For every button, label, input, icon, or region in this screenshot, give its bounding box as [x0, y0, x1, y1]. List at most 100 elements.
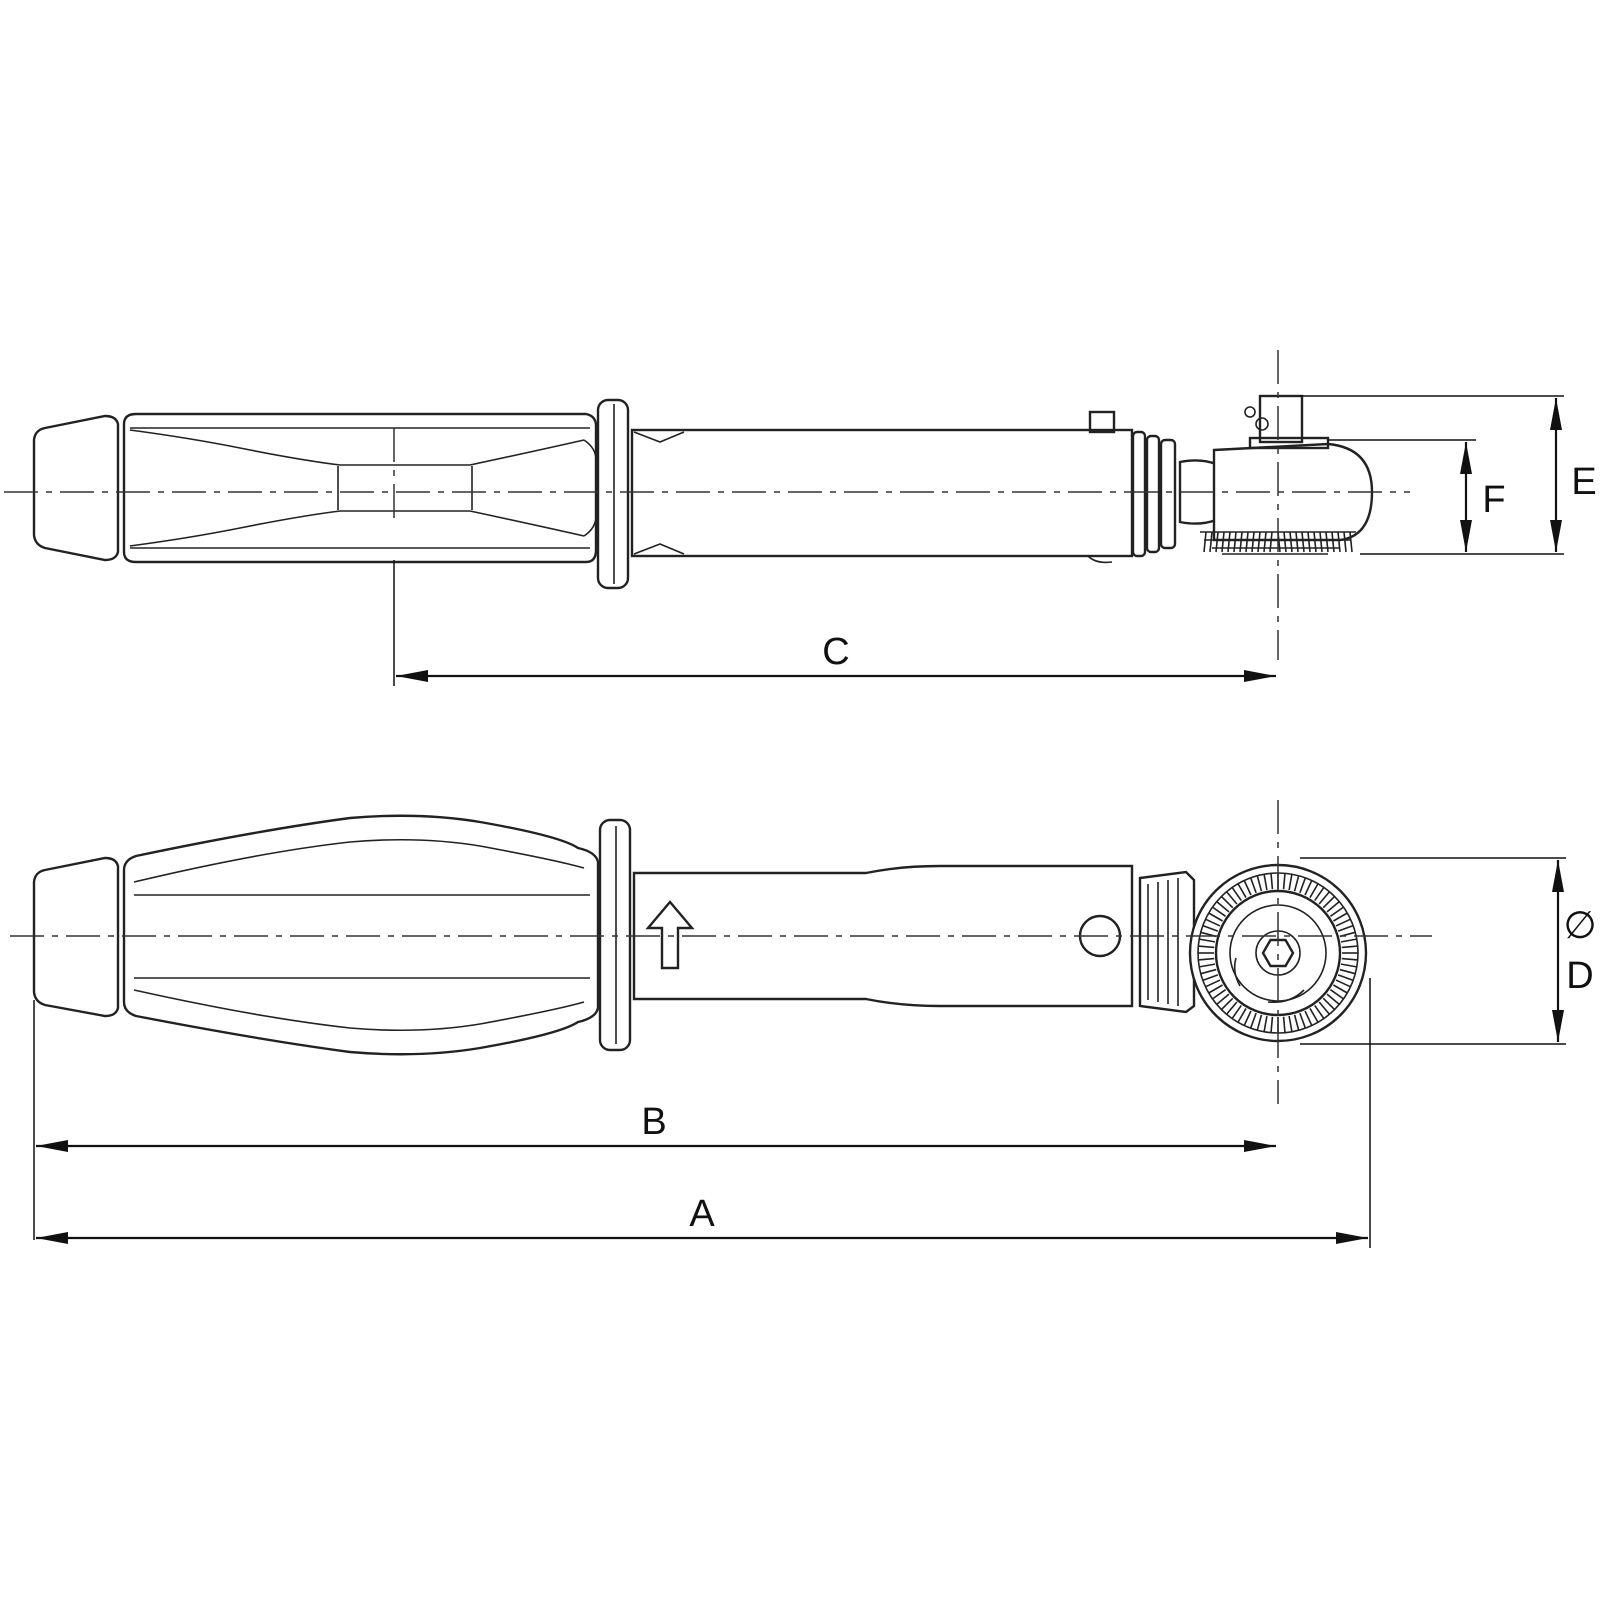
ratchet-tooth [1326, 900, 1340, 913]
top-ratchet-tooth [1269, 531, 1273, 553]
top-release-button [1088, 410, 1116, 434]
top-ratchet-tooth [1215, 531, 1219, 553]
dimension-d-label: D [1566, 955, 1593, 997]
bottom-collar [1138, 870, 1196, 1014]
top-square-drive-base [1248, 436, 1330, 450]
top-ratchet-tooth [1295, 531, 1299, 553]
top-collar-ring-2 [1145, 434, 1161, 554]
ratchet-tooth [1335, 918, 1351, 927]
hex-socket-icon [1261, 938, 1295, 968]
ratchet-tooth [1293, 875, 1300, 892]
dimension-b: B [33, 1000, 1276, 1240]
top-ratchet-tooth [1307, 531, 1311, 553]
ratchet-tooth [1282, 1016, 1286, 1033]
bottom-view [32, 814, 1368, 1056]
top-ratchet-tooth [1209, 531, 1213, 553]
ratchet-tooth [1288, 874, 1293, 891]
top-ratchet-tooth [1257, 531, 1261, 553]
ratchet-tooth [1256, 875, 1263, 892]
ratchet-tooth [1318, 891, 1331, 905]
ratchet-tooth [1341, 945, 1358, 949]
top-ratchet-tooth [1313, 531, 1317, 553]
dimension-e-label: E [1571, 461, 1596, 503]
ratchet-tooth [1212, 989, 1227, 1000]
top-ratchet-tooth [1319, 531, 1323, 553]
dimension-e: E [1300, 395, 1597, 555]
top-ratchet-tooth [1251, 531, 1255, 553]
ratchet-tooth [1337, 924, 1354, 932]
top-grip-contour-upper [129, 429, 585, 466]
ratchet-tooth [1304, 1010, 1313, 1026]
ratchet-tooth [1205, 918, 1221, 927]
ratchet-tooth [1339, 968, 1356, 975]
top-grip-contour-lower [129, 510, 585, 547]
bottom-flange [598, 818, 632, 1052]
ratchet-tooth [1340, 963, 1357, 968]
bottom-grip-body [122, 814, 600, 1056]
top-ratchet-tooth [1301, 531, 1305, 553]
top-ratchet-tooth [1349, 531, 1353, 553]
top-grip-body [122, 412, 598, 564]
ratchet-direction-arrow-left-icon [1233, 957, 1241, 987]
ratchet-tooth [1243, 880, 1252, 896]
ratchet-tooth [1216, 900, 1230, 913]
ratchet-tooth [1270, 873, 1274, 890]
top-ratchet-tooth [1227, 531, 1231, 553]
ratchet-teeth [1198, 873, 1358, 1033]
top-ratchet-tooth [1343, 531, 1347, 553]
top-tube [630, 428, 1134, 558]
bottom-collar-rings [1147, 878, 1179, 1006]
ratchet-tooth [1293, 1014, 1300, 1031]
top-ratchet-tooth [1233, 531, 1237, 553]
bottom-grip-inner-upper [133, 838, 585, 883]
ratchet-tooth [1231, 1004, 1242, 1019]
ratchet-tooth [1329, 906, 1344, 917]
ratchet-tooth [1322, 895, 1336, 909]
dimension-f: F [1328, 439, 1506, 552]
ratchet-tooth [1329, 989, 1344, 1000]
bottom-grip-inner-lower [133, 989, 585, 1032]
dimension-b-label: B [641, 1101, 666, 1143]
top-retention-ball [1255, 417, 1269, 431]
ratchet-tooth [1256, 1014, 1263, 1031]
ratchet-tooth [1314, 1004, 1325, 1019]
ratchet-tooth [1199, 963, 1216, 968]
ratchet-tooth [1208, 912, 1223, 922]
ratchet-tooth [1341, 957, 1358, 961]
ratchet-tooth [1299, 1012, 1307, 1029]
top-tube-notch-lower [633, 543, 685, 555]
direction-arrow-icon [645, 900, 695, 970]
top-end-cap [32, 414, 120, 562]
ratchet-tooth [1231, 887, 1242, 902]
bottom-end-cap [32, 856, 120, 1018]
top-grip-neck [583, 439, 597, 537]
ratchet-tooth [1198, 957, 1215, 961]
top-collar-ring-1 [1131, 430, 1147, 558]
ratchet-tooth [1225, 891, 1238, 905]
ratchet-tooth [1304, 880, 1313, 896]
ratchet-tooth [1326, 993, 1340, 1006]
ratchet-tooth [1333, 912, 1348, 922]
dimension-a: A [36, 978, 1371, 1248]
dimension-c-label: C [822, 631, 849, 673]
top-ratchet-tooth [1331, 531, 1335, 553]
ratchet-tooth [1322, 997, 1336, 1011]
top-ratchet-tooth [1239, 531, 1243, 553]
ratchet-tooth [1309, 1008, 1319, 1023]
ratchet-tooth [1199, 938, 1216, 943]
ratchet-tooth [1282, 873, 1286, 890]
top-view [32, 394, 1374, 590]
top-ratchet-tooth [1325, 531, 1329, 553]
top-ratchet-tooth [1289, 531, 1293, 553]
ratchet-tooth [1318, 1001, 1331, 1015]
ratchet-tooth [1299, 877, 1307, 894]
ratchet-tooth [1200, 968, 1217, 975]
ratchet-tooth [1220, 895, 1234, 909]
top-ratchet-tooth [1245, 531, 1249, 553]
ratchet-tooth [1216, 993, 1230, 1006]
ratchet-tooth [1288, 1015, 1293, 1032]
top-drive-pin [1244, 406, 1256, 418]
top-ratchet-tooth-lines [1203, 531, 1353, 553]
dimension-f-label: F [1482, 479, 1505, 521]
